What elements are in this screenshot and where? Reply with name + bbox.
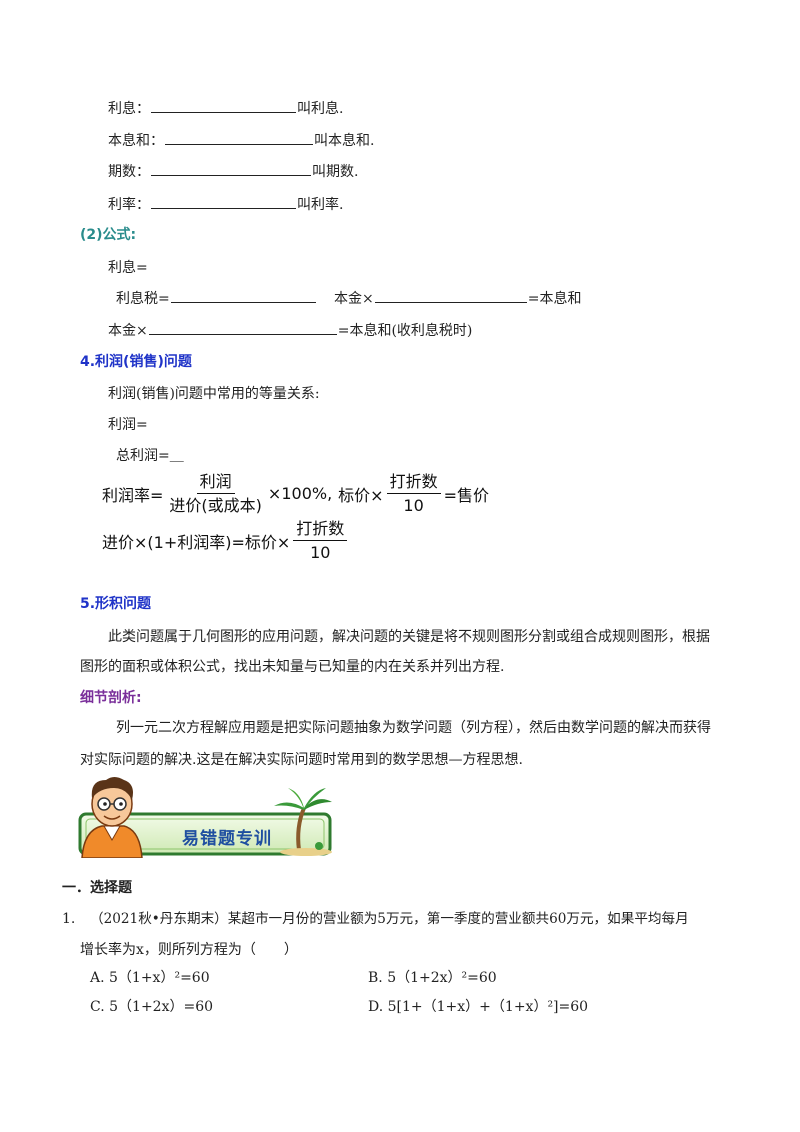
analysis-line-2: 对实际问题的解决.这是在解决实际问题时常用到的数学思想—方程思想. (80, 752, 523, 768)
principal-formula-line: 本金×=本息和 (334, 288, 581, 309)
option-c: C. 5（1+2x）=60 (90, 999, 214, 1015)
rate-definition: 利率：叫利率. (108, 194, 343, 215)
answer-blank (151, 194, 296, 209)
formula-heading: (2)公式: (80, 227, 137, 243)
teacher-cartoon-icon (81, 777, 143, 859)
option-d: D. 5[1+（1+x）+（1+x）²]=60 (368, 999, 589, 1015)
shape-heading: 5.形积问题 (80, 596, 152, 612)
answer-blank (151, 161, 311, 176)
profit-rate-fraction: 利润 进价(或成本) (169, 472, 262, 515)
question-line-2: 增长率为x，则所列方程为（ ） (80, 942, 298, 958)
principal-tax-formula-line: 本金×=本息和(收利息税时) (108, 320, 472, 341)
section-title: 一．选择题 (62, 880, 132, 896)
cost-price-formula: 进价×(1+利润率)=标价× 打折数 10 (102, 519, 350, 562)
shape-paragraph: 此类问题属于几何图形的应用问题，解决问题的关键是将不规则图形分割或组合成规则图形… (80, 629, 710, 675)
discount-fraction: 打折数 10 (386, 472, 441, 515)
discount-fraction: 打折数 10 (293, 519, 348, 562)
interest-definition: 利息：叫利息. (108, 98, 343, 119)
tax-formula-line: 利息税= (116, 288, 317, 309)
question-number: 1. (62, 911, 76, 927)
answer-blank (148, 320, 337, 335)
option-b: B. 5（1+2x）²=60 (368, 970, 497, 986)
answer-blank (374, 288, 527, 303)
total-definition: 本息和：叫本息和. (108, 130, 374, 151)
total-profit-line: 总利润=＿ (116, 448, 184, 464)
profit-line: 利润= (108, 417, 148, 433)
profit-heading: 4.利润(销售)问题 (80, 354, 192, 370)
period-definition: 期数：叫期数. (108, 161, 358, 182)
profit-rate-formula: 利润率= 利润 进价(或成本) ×100%, 标价× 打折数 10 =售价 (102, 472, 490, 515)
option-a: A. 5（1+x）²=60 (90, 970, 210, 986)
answer-blank (165, 130, 313, 145)
palm-tree-icon (274, 788, 332, 856)
banner-illustration (78, 777, 332, 859)
analysis-heading: 细节剖析: (80, 690, 142, 706)
answer-blank (151, 98, 296, 113)
answer-blank (170, 288, 316, 303)
analysis-line-1: 列一元二次方程解应用题是把实际问题抽象为数学问题（列方程），然后由数学问题的解决… (116, 720, 711, 736)
question-line-1: （2021秋•丹东期末）某超市一月份的营业额为5万元，第一季度的营业额共60万元… (90, 911, 689, 927)
error-prone-banner: 易错题专训 (74, 772, 334, 859)
interest-formula: 利息= (108, 260, 148, 276)
profit-intro: 利润(销售)问题中常用的等量关系: (108, 386, 320, 402)
banner-title: 易错题专训 (182, 829, 272, 849)
